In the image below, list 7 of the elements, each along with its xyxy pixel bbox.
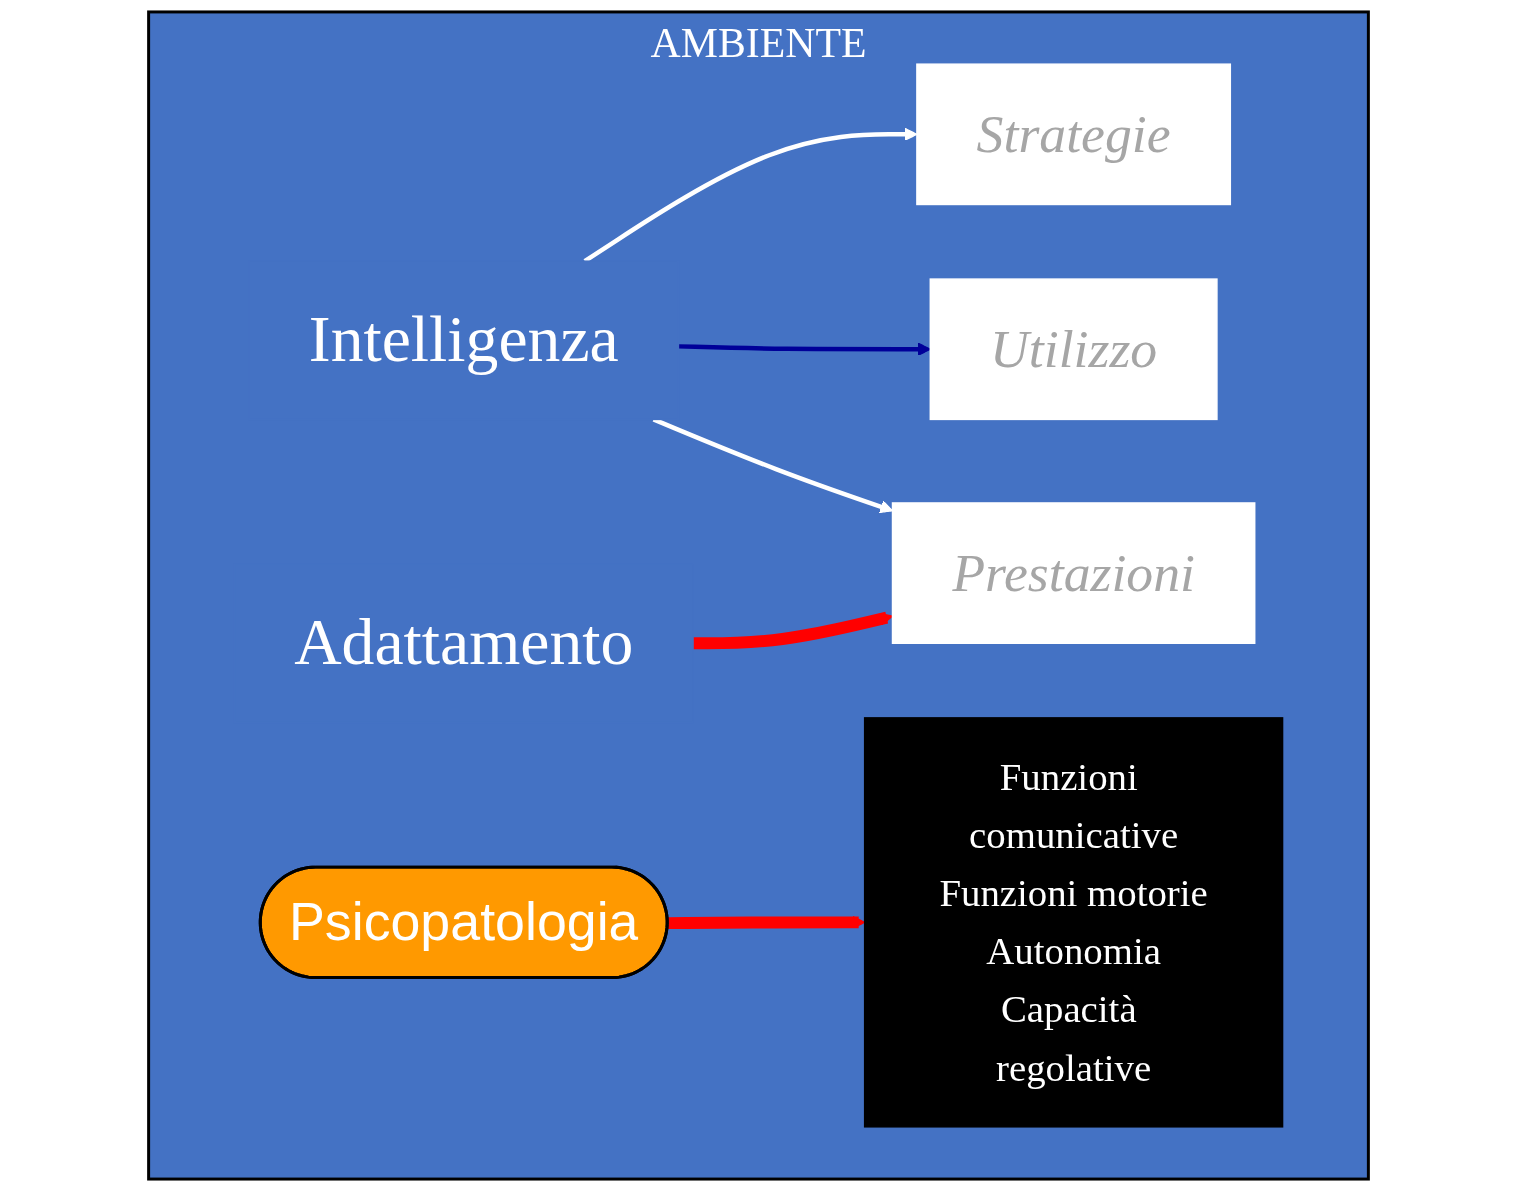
node-box: Strategie (916, 63, 1232, 206)
node-box: Prestazioni (891, 502, 1256, 644)
node-text: Intelligenza (308, 302, 619, 377)
arrow (678, 342, 931, 356)
node-box: Funzioni comunicative Funzioni motorie Autonomia Capacità regolative (863, 717, 1284, 1128)
node-box: Utilizzo (929, 278, 1218, 421)
node-text: Adattamento (294, 605, 634, 680)
